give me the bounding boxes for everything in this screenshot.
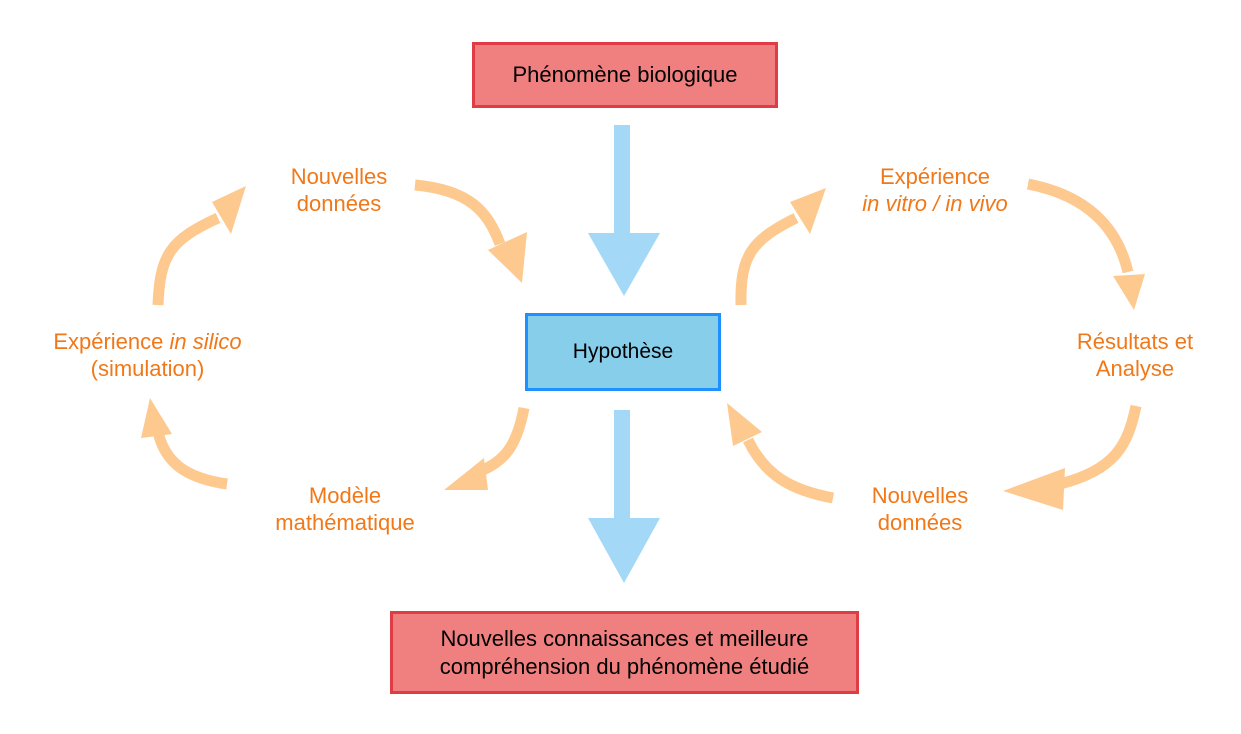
- cycle-arrow-experiment-to-results: [1026, 178, 1145, 310]
- new-knowledge-line1: Nouvelles connaissances et meilleure: [440, 625, 809, 651]
- right-new-data-line1: Nouvelles: [871, 483, 969, 508]
- in-vitro-line1: Expérience: [879, 164, 991, 189]
- results-analysis-label: Résultats et Analyse: [1050, 328, 1220, 382]
- in-silico-prefix: Expérience: [53, 329, 170, 354]
- new-knowledge-box: Nouvelles connaissances et meilleure com…: [390, 611, 859, 694]
- cycle-arrow-newdata-to-hypothesis-right: [727, 403, 835, 504]
- cycle-arrow-model-to-insilico: [141, 398, 228, 490]
- hypothesis-box: Hypothèse: [525, 313, 721, 391]
- new-knowledge-line2: compréhension du phénomène étudié: [439, 653, 810, 679]
- math-model-line2: mathématique: [275, 510, 415, 535]
- biological-phenomenon-box: Phénomène biologique: [472, 42, 778, 108]
- cycle-arrow-insilico-to-newdata: [152, 186, 246, 306]
- cycle-arrow-newdata-to-hypothesis: [414, 179, 527, 283]
- math-model-label: Modèle mathématique: [245, 482, 445, 536]
- left-new-data-line2: données: [296, 191, 382, 216]
- in-silico-line1: Expérience in silico: [20, 328, 275, 355]
- cycle-arrow-results-to-newdata: [1003, 404, 1142, 510]
- in-vitro-line2: in vitro / in vivo: [862, 191, 1008, 216]
- biological-phenomenon-label: Phénomène biologique: [512, 62, 738, 87]
- in-silico-experiment-label: Expérience in silico (simulation): [20, 328, 275, 382]
- right-new-data-line2: données: [877, 510, 963, 535]
- right-new-data-label: Nouvelles données: [835, 482, 1005, 536]
- cycle-arrow-hypothesis-to-experiment: [735, 188, 826, 306]
- hypothesis-label: Hypothèse: [572, 340, 674, 363]
- results-line2: Analyse: [1095, 356, 1175, 381]
- results-line1: Résultats et: [1076, 329, 1194, 354]
- in-silico-line2: (simulation): [90, 356, 205, 381]
- cycle-arrow-hypothesis-to-model: [444, 406, 530, 490]
- math-model-line1: Modèle: [308, 483, 382, 508]
- main-arrow-top: [588, 125, 660, 296]
- main-arrow-bottom: [588, 410, 660, 583]
- in-silico-italic: in silico: [169, 329, 242, 354]
- left-new-data-label: Nouvelles données: [254, 163, 424, 217]
- in-vitro-experiment-label: Expérience in vitro / in vivo: [840, 163, 1030, 217]
- left-new-data-line1: Nouvelles: [290, 164, 388, 189]
